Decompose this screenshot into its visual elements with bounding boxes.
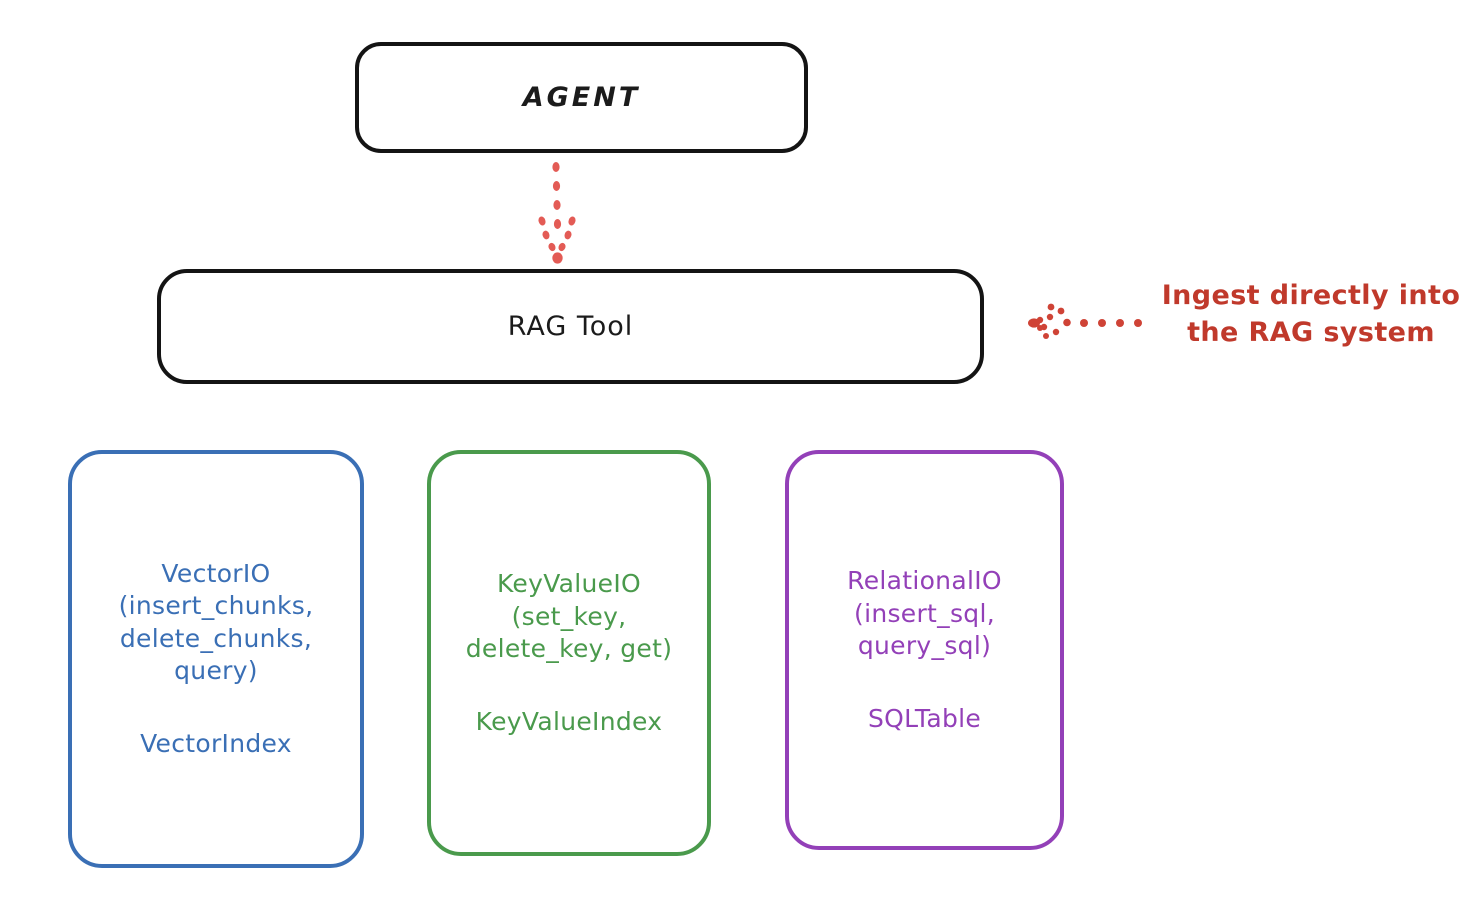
node-agent[interactable]: AGENT (355, 42, 808, 153)
node-key-value-io[interactable]: KeyValueIO (set_key, delete_key, get) Ke… (427, 450, 711, 856)
connector-agent-to-rag-arrow (538, 162, 576, 264)
relational-io-api-label: RelationalIO (insert_sql, query_sql) (847, 566, 1002, 660)
key-value-io-api-label: KeyValueIO (set_key, delete_key, get) (465, 569, 673, 663)
node-relational-io[interactable]: RelationalIO (insert_sql, query_sql) SQL… (785, 450, 1064, 850)
vector-io-api-label: VectorIO (insert_chunks, delete_chunks, … (118, 558, 314, 686)
vector-io-index-label: VectorIndex (140, 728, 292, 758)
node-rag-tool[interactable]: RAG Tool (157, 269, 984, 384)
connector-ingest-arrow (1028, 303, 1142, 339)
node-vector-io[interactable]: VectorIO (insert_chunks, delete_chunks, … (68, 450, 364, 868)
key-value-io-index-label: KeyValueIndex (475, 706, 663, 736)
node-rag-tool-label: RAG Tool (507, 310, 634, 342)
node-agent-label: AGENT (522, 81, 641, 113)
ingest-annotation-text: Ingest directly into the RAG system (1161, 280, 1461, 349)
relational-io-index-label: SQLTable (867, 703, 982, 733)
